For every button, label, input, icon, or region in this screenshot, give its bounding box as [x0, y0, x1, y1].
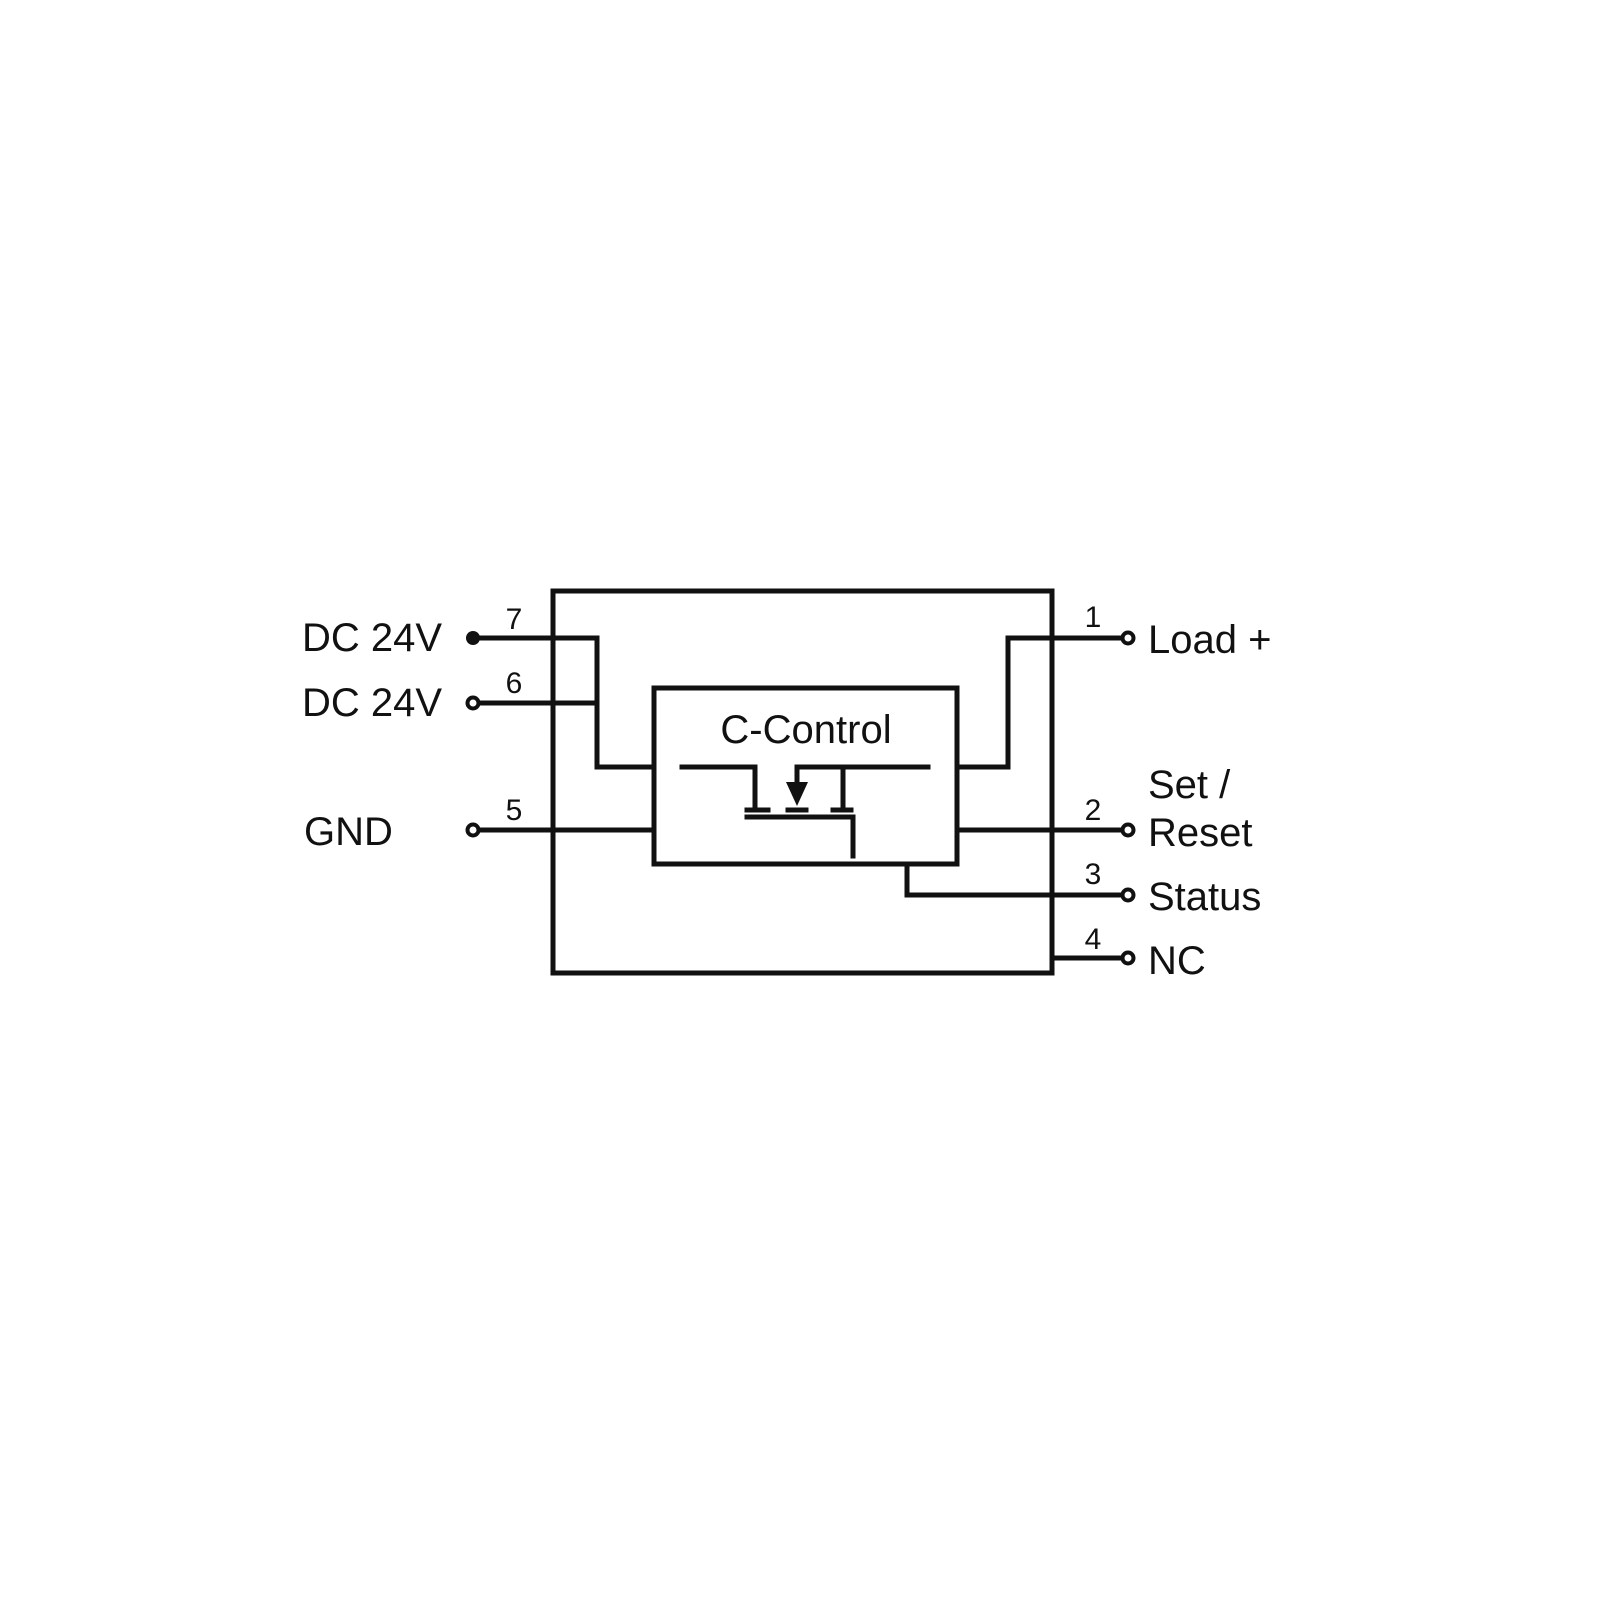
module-outline [550, 588, 1055, 976]
wire-pin1 [954, 635, 1125, 770]
pin-label-6: DC 24V [302, 681, 442, 725]
terminal-pin5 [465, 822, 481, 838]
pin-number-2: 2 [1085, 794, 1102, 827]
pin-number-4: 4 [1085, 923, 1102, 956]
terminal-pin6 [465, 695, 481, 711]
pin-number-7: 7 [506, 603, 523, 636]
pin-label-5: GND [304, 810, 393, 854]
pin-number-6: 6 [506, 667, 523, 700]
pin-label-2-line1: Set / [1148, 763, 1231, 807]
pin-number-1: 1 [1085, 601, 1102, 634]
terminal-pin3 [1120, 887, 1136, 903]
terminal-pin1 [1120, 630, 1136, 646]
pin-label-1: Load + [1148, 618, 1271, 662]
control-block-title: C-Control [720, 708, 891, 752]
terminal-pin4 [1120, 950, 1136, 966]
terminal-pin7 [466, 631, 480, 645]
wire-pin3 [904, 861, 1125, 898]
pin-label-2-line2: Reset [1148, 811, 1253, 855]
control-block [651, 685, 960, 867]
pin-number-3: 3 [1085, 858, 1102, 891]
terminal-pin2 [1120, 822, 1136, 838]
pin-label-7: DC 24V [302, 616, 442, 660]
mosfet-symbol [679, 764, 931, 859]
arrow-icon [786, 782, 808, 806]
pin-label-4: NC [1148, 939, 1206, 983]
pin-label-3: Status [1148, 875, 1261, 919]
pin-number-5: 5 [506, 794, 523, 827]
